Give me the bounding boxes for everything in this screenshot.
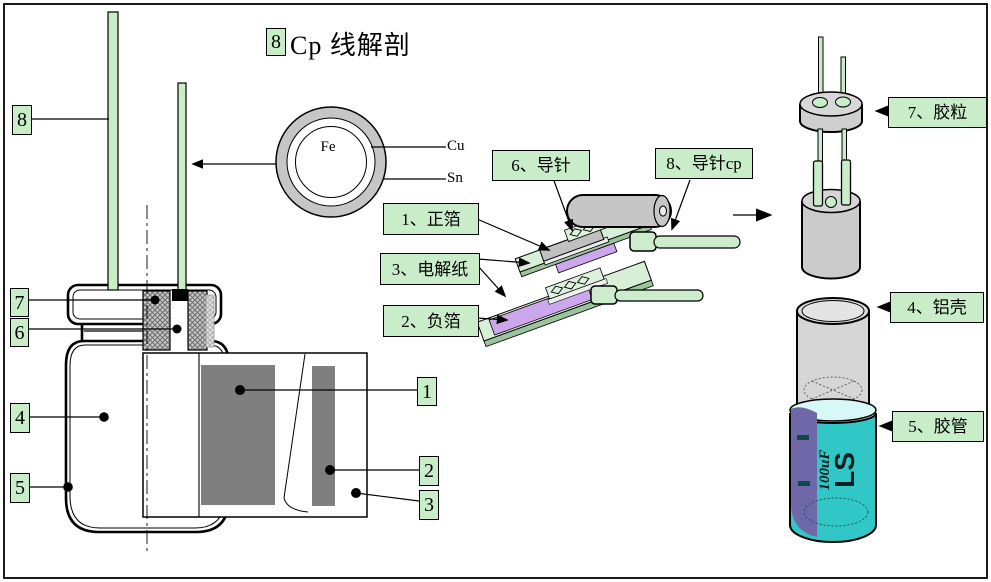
capacitor-cross-section — [64, 11, 368, 555]
arrow-lead-pin — [552, 177, 574, 232]
callout-rubber-plug: 7、胶粒 — [888, 97, 987, 128]
arrow-lead-pin-cp — [671, 179, 691, 231]
tag-paper: 3 — [419, 490, 439, 520]
sleeve-stripe-dash-2 — [798, 481, 810, 486]
paper-fold-line — [283, 353, 309, 513]
callout-lead-pin: 6、导针 — [492, 150, 590, 181]
wire-core-circle — [295, 126, 367, 198]
wound-roll-hole — [659, 205, 667, 217]
page-title: Cp 线解剖 — [290, 31, 411, 60]
element-center-dot — [825, 196, 837, 208]
wire-tin-label: Sn — [447, 170, 463, 186]
dot-tag1 — [235, 385, 245, 395]
rubber-plug-assembly — [799, 36, 863, 164]
wound-element-assembly — [801, 159, 861, 280]
case-interior-ellipse — [803, 376, 863, 404]
lead-wire-long — [107, 11, 119, 291]
sleeve-stripe — [791, 407, 817, 537]
sleeve-bottom-ellipse — [803, 497, 869, 527]
wire-cross-section-diagram — [275, 106, 387, 218]
dot-tag5 — [63, 482, 73, 492]
aluminum-case-assembly — [796, 297, 870, 413]
element-body — [801, 201, 861, 280]
title-number-badge: 8 — [266, 28, 286, 56]
leader-lines — [27, 104, 896, 502]
upper-lead-pin — [653, 235, 741, 249]
seal-block-right — [187, 290, 208, 351]
wire-copper-label: Cu — [447, 138, 465, 154]
rubber-sleeve-assembly — [789, 398, 877, 543]
page-border — [3, 3, 988, 579]
sleeve-series-text: LS — [829, 452, 860, 488]
lead-wire-short — [177, 82, 187, 291]
plug-wire-left-below — [817, 128, 823, 164]
tag-case: 4 — [10, 403, 30, 433]
tag-lead-wire: 8 — [12, 105, 32, 135]
lower-pin-collar — [590, 285, 618, 305]
lower-lead-pin — [614, 289, 704, 302]
wire-core-label: Fe — [320, 139, 336, 155]
arrow-paper-1 — [477, 257, 531, 267]
dot-tag6 — [172, 324, 182, 334]
tag-negative-foil: 2 — [419, 456, 439, 486]
arrow-positive-foil — [476, 218, 551, 251]
tag-positive-foil: 1 — [417, 377, 437, 406]
callout-aluminum-case: 4、铝壳 — [890, 292, 984, 323]
seal-block-back — [205, 294, 215, 348]
leader-tag3 — [355, 492, 420, 502]
sleeve-stripe-dash-1 — [797, 435, 809, 440]
dot-tag2 — [325, 465, 335, 475]
element-pin-right — [840, 159, 852, 206]
dot-tag4 — [99, 412, 109, 422]
lead-rivet — [172, 289, 188, 301]
callout-rubber-tube: 5、胶管 — [892, 411, 984, 442]
upper-pin-collar — [629, 231, 657, 252]
tag-plug: 7 — [10, 288, 29, 317]
plug-wire-left — [818, 36, 824, 102]
dot-tag3 — [351, 488, 361, 498]
negative-foil-sheet — [312, 366, 335, 506]
element-pin-left — [812, 160, 824, 207]
callout-lead-pin-cp: 8、导针cp — [655, 148, 753, 179]
callout-positive-foil: 1、正箔 — [383, 203, 479, 235]
dot-tag7 — [150, 295, 160, 305]
wound-roll-cylinder — [566, 194, 672, 228]
plug-hole-right — [835, 96, 851, 108]
callout-electrolytic-paper: 3、电解纸 — [380, 253, 480, 285]
tag-pin: 6 — [10, 318, 29, 347]
case-rim-inner — [801, 300, 865, 322]
plug-wire-right-below — [841, 128, 847, 164]
seal-channel — [170, 291, 188, 350]
plug-top — [799, 91, 863, 117]
plug-hole-left — [812, 97, 828, 108]
tag-tube: 5 — [10, 473, 30, 503]
seal-block-left — [142, 290, 171, 351]
callout-negative-foil: 2、负箔 — [383, 305, 479, 337]
arrow-negative-foil — [476, 314, 509, 325]
lower-stitch-diamonds — [550, 276, 590, 295]
arrow-paper-2 — [477, 265, 507, 298]
leader-dots — [63, 295, 361, 498]
